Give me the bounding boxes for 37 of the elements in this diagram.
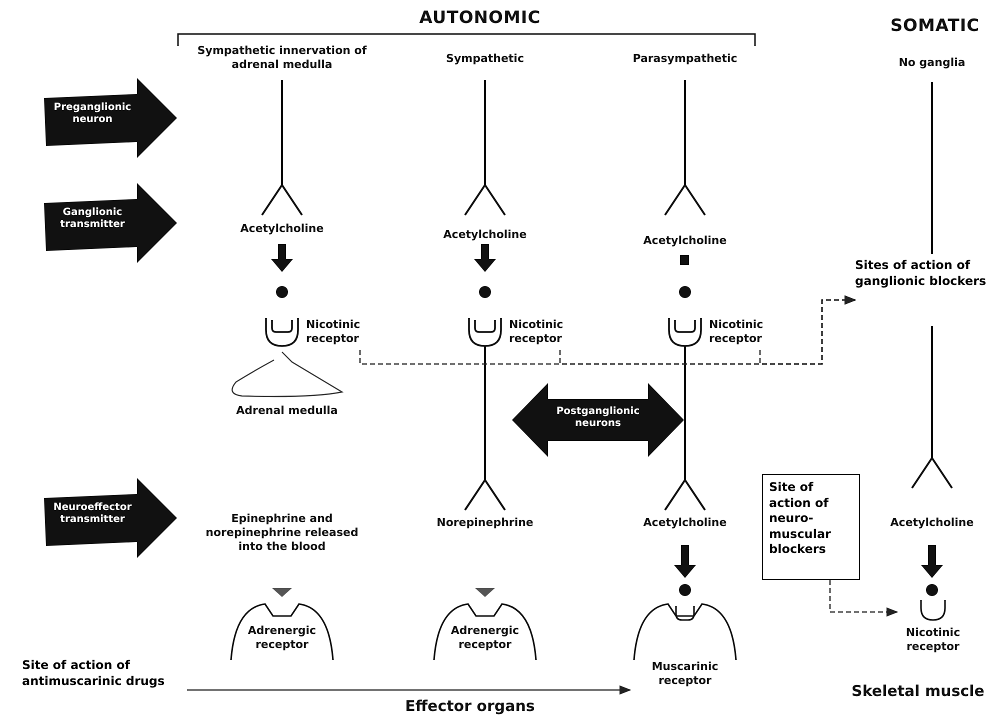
- leader-line: [759, 295, 856, 365]
- organ-label: Effector organs: [404, 697, 536, 716]
- arrow-label: Preganglionic neuron: [52, 102, 132, 125]
- receptor-label: Adrenergic receptor: [450, 624, 520, 652]
- receptor-label: Nicotinic receptor: [509, 318, 564, 346]
- block-arrow: [42, 478, 177, 558]
- transmitter-label: Acetylcholine: [239, 222, 325, 236]
- receptor-label: Nicotinic receptor: [306, 318, 362, 346]
- transmitter-label: Acetylcholine: [889, 516, 975, 530]
- transmitter-label: Acetylcholine: [442, 228, 528, 242]
- arrow-label: Neuroeffector transmitter: [52, 502, 133, 525]
- column-heading: Sympathetic: [445, 52, 525, 66]
- receptor-label: Nicotinic receptor: [904, 626, 962, 654]
- organ-label: Skeletal muscle: [850, 682, 986, 701]
- arrow-label: Ganglionic transmitter: [59, 207, 126, 230]
- transmitter-label: Acetylcholine: [642, 234, 728, 248]
- column-heading: No ganglia: [898, 56, 966, 70]
- receptor-label: Adrenergic receptor: [246, 624, 318, 652]
- leader-line: [187, 685, 632, 695]
- block-arrow: [42, 183, 177, 263]
- column-heading: Parasympathetic: [632, 52, 738, 66]
- annotation-text: Site of action of antimuscarinic drugs: [22, 658, 187, 716]
- leader-line: [829, 580, 898, 617]
- section-heading: AUTONOMIC: [418, 8, 542, 30]
- annotation-text: Sites of action of ganglionic blockers: [855, 258, 990, 320]
- section-heading: SOMATIC: [889, 16, 981, 38]
- receptor-label: Muscarinic receptor: [650, 660, 720, 688]
- receptor-label: Nicotinic receptor: [709, 318, 764, 346]
- arrow-label: Postganglionic neurons: [555, 406, 641, 429]
- double-block-arrow: [512, 383, 684, 457]
- transmitter-label: Epinephrine and norepinephrine released into the blood: [204, 512, 360, 554]
- transmitter-label: Acetylcholine: [642, 516, 728, 530]
- annotation-box: Site of action of neuro-muscular blockers: [762, 474, 860, 580]
- block-arrow: [42, 78, 177, 158]
- gland-label: Adrenal medulla: [235, 404, 339, 418]
- transmitter-label: Norepinephrine: [436, 516, 534, 530]
- column-heading: Sympathetic innervation of adrenal medulla: [196, 44, 368, 72]
